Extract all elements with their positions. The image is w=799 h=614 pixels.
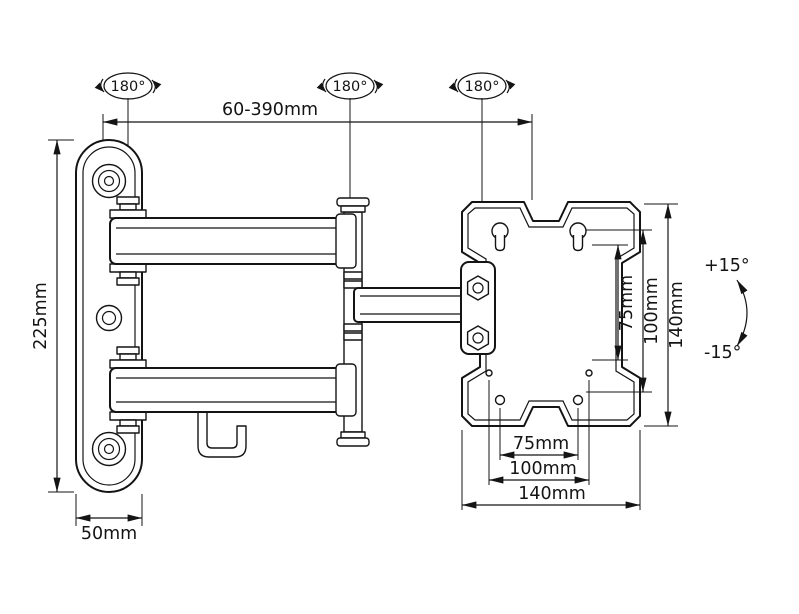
rotation-arrow-icon bbox=[373, 79, 384, 94]
elbow-spacer bbox=[340, 431, 366, 439]
hinge-spacer bbox=[116, 346, 140, 355]
lower-arm-body bbox=[109, 367, 355, 413]
wall-plate-inner-outline bbox=[82, 146, 136, 486]
head-pivot-bracket bbox=[460, 261, 496, 355]
dim-vesa-vertical-140: 140mm bbox=[644, 203, 687, 427]
forearm bbox=[353, 287, 471, 323]
swivel-annotation-head: 180° bbox=[448, 72, 516, 204]
dim-vesa-vertical-75: 75mm bbox=[592, 244, 637, 361]
elbow-spacer bbox=[343, 323, 363, 332]
dim-vesa-horizontal-100: 100mm bbox=[488, 380, 590, 485]
keyhole-slot bbox=[494, 235, 506, 252]
vesa-h100-label: 100mm bbox=[509, 459, 577, 479]
elbow-spacer bbox=[340, 205, 366, 213]
dim-extension-range: 60-390mm bbox=[102, 100, 533, 200]
elbow-joint bbox=[335, 197, 370, 447]
hinge-spacer bbox=[109, 411, 147, 421]
rotation-arrow-icon bbox=[505, 79, 516, 94]
keyhole-slot-right bbox=[569, 222, 587, 252]
vesa-v100-label: 100mm bbox=[642, 277, 662, 345]
mount-bolt-bottom bbox=[91, 431, 127, 467]
tilt-annotation: +15° -15° bbox=[704, 256, 750, 363]
hinge-spacer bbox=[119, 353, 137, 361]
dim-plate-width: 50mm bbox=[75, 494, 143, 544]
hinge-spacer bbox=[116, 277, 140, 286]
elbow-spacer bbox=[343, 271, 363, 280]
elbow-knuckle-upper bbox=[335, 213, 357, 269]
elbow-cap-bottom bbox=[336, 437, 370, 447]
vesa-hole-bottom-left bbox=[494, 394, 506, 406]
mount-bolt-bottom-center bbox=[103, 443, 115, 455]
rotation-arrow-icon bbox=[94, 78, 105, 93]
swivel-wall-label: 180° bbox=[111, 79, 146, 95]
mount-bolt-bottom-ring bbox=[97, 437, 121, 461]
elbow-knuckle-lower bbox=[335, 363, 357, 417]
plate-width-label: 50mm bbox=[81, 524, 137, 544]
articulating-arms bbox=[109, 196, 370, 458]
keyhole-slot-left bbox=[491, 222, 509, 252]
vesa-hole-small-right bbox=[585, 369, 593, 377]
keyhole-slot bbox=[572, 235, 584, 252]
vesa-v140-label: 140mm bbox=[667, 281, 687, 349]
vesa-hole-small-left bbox=[485, 369, 493, 377]
hex-bolt-lower bbox=[466, 325, 490, 351]
mount-bolt-top-center bbox=[103, 175, 115, 187]
hex-bolt-upper-center bbox=[472, 282, 484, 294]
mount-bolt-top bbox=[91, 163, 127, 199]
vesa-hole-bottom-right bbox=[572, 394, 584, 406]
mount-hole-middle bbox=[95, 304, 123, 332]
forearm-body bbox=[353, 287, 471, 323]
vesa-plate bbox=[461, 201, 641, 427]
dim-vesa-horizontal-140: 140mm bbox=[461, 430, 641, 510]
vesa-v75-label: 75mm bbox=[617, 275, 637, 331]
hex-bolt-upper bbox=[466, 275, 490, 301]
elbow-spacer bbox=[343, 332, 363, 341]
tilt-up-label: +15° bbox=[704, 256, 750, 276]
swivel-annotation-elbow: 180° bbox=[316, 72, 384, 200]
vesa-h75-label: 75mm bbox=[513, 434, 569, 454]
tilt-arc-arrow bbox=[736, 279, 748, 347]
hinge-spacer bbox=[116, 425, 140, 434]
dim-plate-height: 225mm bbox=[31, 139, 74, 493]
extension-range-label: 60-390mm bbox=[222, 100, 318, 120]
wall-plate bbox=[75, 139, 143, 493]
upper-arm-body bbox=[109, 217, 355, 265]
vesa-plate-outline bbox=[461, 201, 641, 427]
dim-vesa-horizontal-75: 75mm bbox=[499, 408, 579, 460]
hex-bolt-lower-center bbox=[472, 332, 484, 344]
mount-hole-middle-center bbox=[101, 310, 117, 326]
elbow-cap-top bbox=[336, 197, 370, 207]
rotation-arrow-icon bbox=[316, 78, 327, 93]
hinge-spacer bbox=[109, 359, 147, 369]
rotation-arrow-icon bbox=[151, 79, 162, 94]
hinge-spacer bbox=[109, 263, 147, 273]
mount-bolt-top-ring bbox=[97, 169, 121, 193]
rotation-arrow-icon bbox=[448, 78, 459, 93]
hinge-spacer bbox=[119, 419, 137, 427]
hinge-spacer bbox=[116, 196, 140, 205]
tilt-down-label: -15° bbox=[704, 343, 741, 363]
vesa-h140-label: 140mm bbox=[518, 484, 586, 504]
elbow-spacer bbox=[343, 280, 363, 289]
hinge-spacer bbox=[119, 271, 137, 279]
lower-arm bbox=[109, 367, 355, 413]
plate-height-label: 225mm bbox=[31, 282, 51, 350]
swivel-elbow-label: 180° bbox=[333, 79, 368, 95]
hinge-spacer bbox=[119, 203, 137, 211]
upper-arm bbox=[109, 217, 355, 265]
dim-vesa-vertical-100: 100mm bbox=[586, 229, 662, 393]
hinge-spacer bbox=[109, 209, 147, 219]
swivel-head-label: 180° bbox=[465, 79, 500, 95]
